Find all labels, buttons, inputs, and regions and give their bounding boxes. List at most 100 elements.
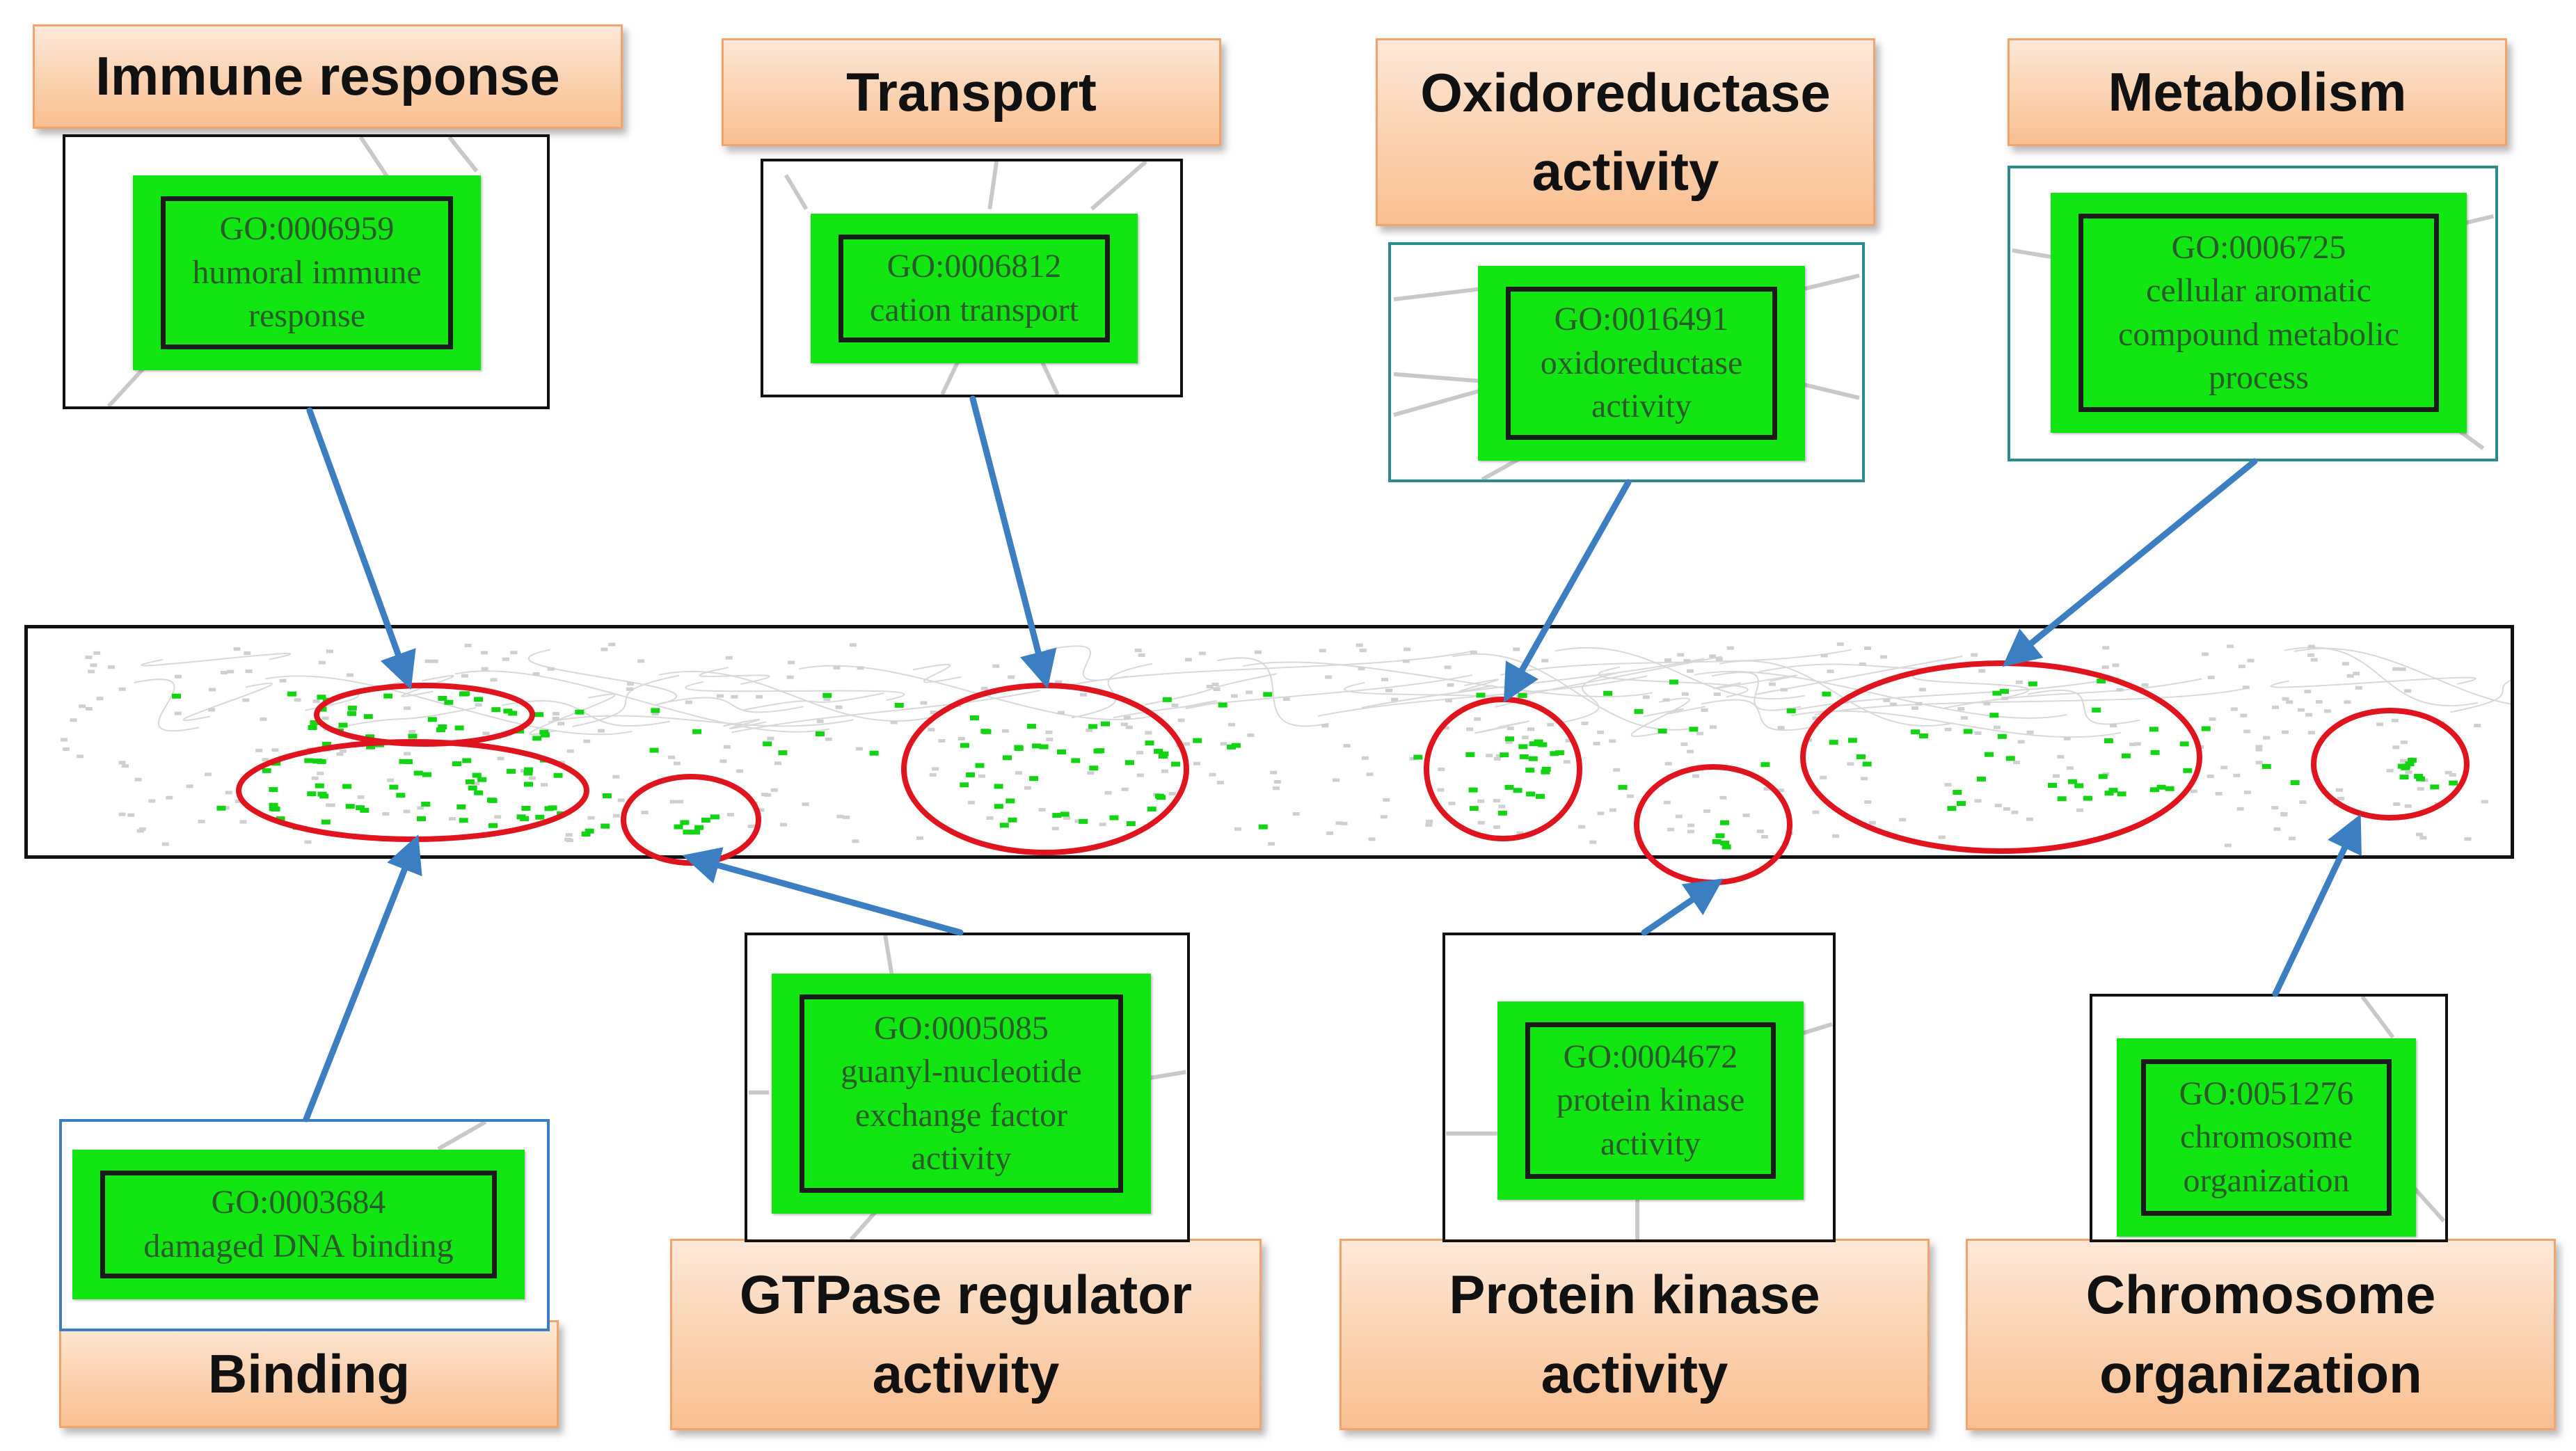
network-node-highlighted [1079,818,1088,824]
network-node-highlighted [1465,752,1475,757]
network-graph [60,642,2511,850]
network-node-highlighted [2057,796,2067,802]
network-edge [134,679,199,732]
network-node-highlighted [1124,760,1134,766]
network-node [2215,792,2223,796]
network-node-highlighted [763,741,772,747]
network-node [566,749,574,753]
network-node [1080,692,1088,697]
network-node [85,655,93,659]
network-node [1687,823,1695,827]
network-node-highlighted [507,768,516,774]
network-node [2230,707,2238,711]
network-node [2271,806,2279,810]
network-node [2392,745,2400,750]
network-node [612,814,620,818]
network-node [148,799,156,803]
network-edge [1719,660,1954,727]
network-node [208,708,216,712]
network-node [1343,744,1351,748]
network-node [1776,788,1784,793]
network-node [2417,787,2424,791]
network-node-highlighted [1669,679,1678,685]
network-node [1918,688,1926,692]
network-node [857,666,864,670]
network-node [1944,783,1952,787]
network-node [134,777,142,782]
network-node [747,824,755,828]
network-node [1868,820,1876,825]
network-node [930,711,937,715]
network-node [403,809,411,814]
network-node [761,793,768,797]
network-node-highlighted [1014,745,1024,751]
network-node [1780,688,1788,692]
network-node [928,727,935,731]
network-node [208,688,216,692]
network-node [787,660,795,665]
network-node-highlighted [276,816,285,822]
network-node-highlighted [822,692,832,698]
network-node [1282,697,1290,701]
network-edge [2284,647,2479,707]
network-node [2066,766,2074,770]
network-node-highlighted [2407,757,2417,763]
network-node [2404,804,2412,808]
network-node [2315,699,2323,704]
network-node [461,674,468,678]
network-node [2011,810,2019,814]
network-node-highlighted [396,793,406,798]
network-node-highlighted [544,806,554,811]
network-node [255,748,263,752]
network-node [954,704,962,708]
network-node [1193,761,1200,766]
network-node [920,701,928,705]
network-node [1662,698,1670,702]
network-node [1513,647,1520,651]
network-node [490,678,498,682]
network-node [2286,700,2293,704]
network-node [2053,774,2060,778]
network-node [2255,747,2263,752]
network-node [957,736,965,740]
network-node [1444,665,1452,669]
network-node-highlighted [2201,726,2211,731]
network-node [1777,726,1785,730]
network-node [2026,817,2034,821]
network-node [245,669,253,674]
network-node-highlighted [1829,740,1838,745]
network-edge [1113,674,1473,719]
network-node [1161,769,1168,773]
network-node-highlighted [216,805,226,811]
network-node-highlighted [172,693,182,699]
network-node [2112,663,2120,667]
network-node [225,791,232,795]
network-node [2263,736,2271,740]
network-node [1171,703,1179,707]
network-node-highlighted [1227,744,1237,750]
network-node [849,643,857,647]
network-node [1994,803,2002,807]
network-node [1613,768,1621,772]
network-node-highlighted [2290,780,2300,786]
network-node-highlighted [271,807,280,812]
network-node-highlighted [1231,743,1241,748]
network-node-highlighted [383,693,393,699]
network-node [1123,715,1131,720]
network-node-highlighted [2179,741,2189,747]
network-node [978,774,985,778]
network-node-highlighted [894,702,904,708]
network-node [1506,727,1514,731]
network-node [404,706,411,711]
network-node [186,784,193,788]
network-node-highlighted [2047,783,2057,788]
network-node-highlighted [2416,776,2426,782]
network-node-highlighted [444,699,454,705]
network-node [2355,685,2362,690]
